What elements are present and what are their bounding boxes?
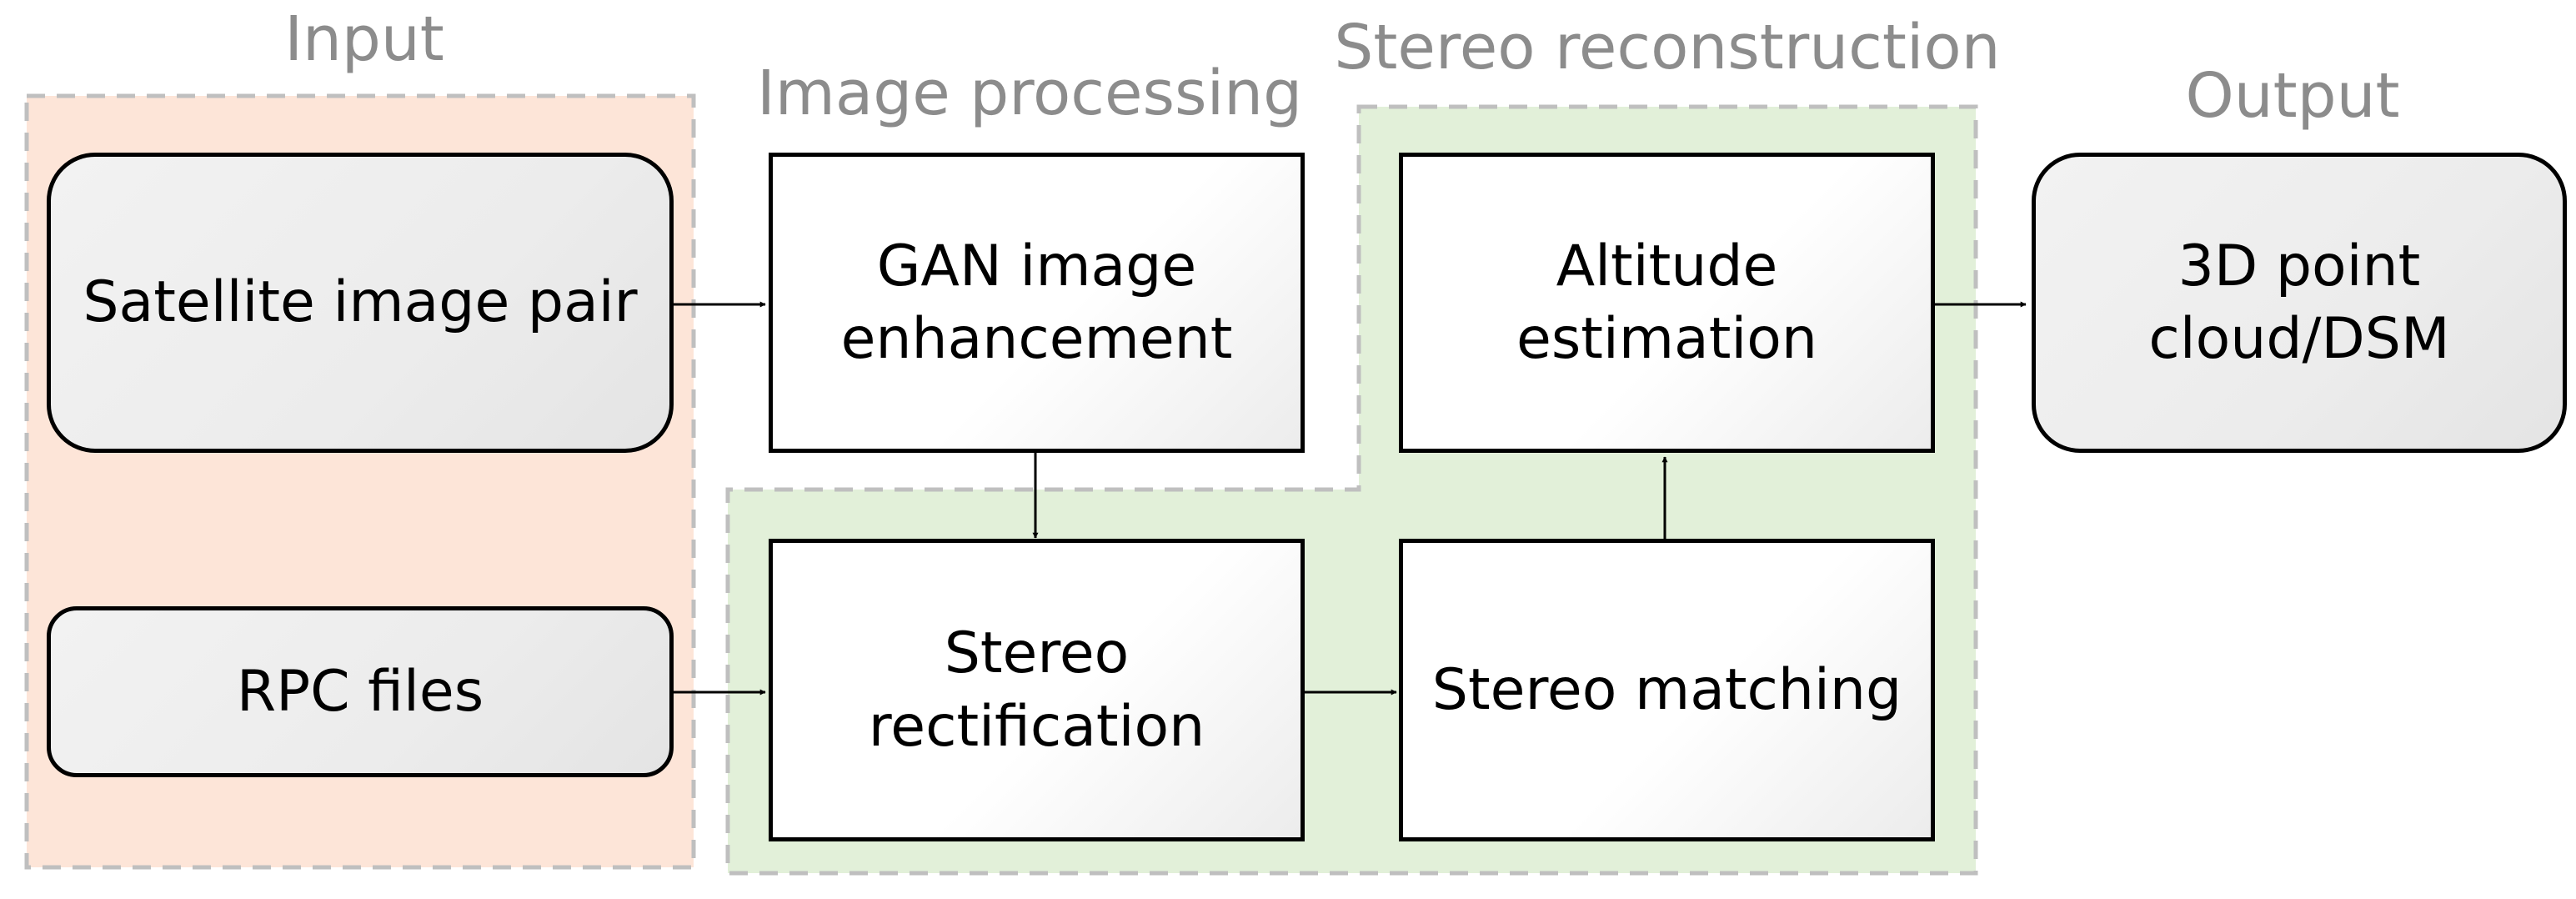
node-label: RPC files	[236, 658, 484, 725]
node-stereo-matching: Stereo matching	[1399, 539, 1935, 841]
node-rpc-files: RPC files	[47, 606, 674, 777]
group-label-output: Output	[2185, 60, 2400, 132]
group-label-image-processing: Image processing	[756, 58, 1303, 129]
node-altitude-estimation: Altitude estimation	[1399, 153, 1935, 453]
node-label: 3D point cloud/DSM	[2148, 233, 2450, 372]
node-label: Stereo rectification	[868, 620, 1205, 760]
node-label: Altitude estimation	[1516, 233, 1817, 372]
node-stereo-rectification: Stereo rectification	[769, 539, 1305, 841]
node-label: Stereo matching	[1431, 656, 1902, 723]
group-label-input: Input	[284, 3, 444, 75]
node-label: GAN image enhancement	[840, 233, 1233, 372]
group-label-stereo-reconstruction: Stereo reconstruction	[1334, 12, 2001, 83]
node-gan-image-enhancement: GAN image enhancement	[769, 153, 1305, 453]
node-3d-point-cloud-dsm: 3D point cloud/DSM	[2032, 153, 2567, 453]
node-satellite-image-pair: Satellite image pair	[47, 153, 674, 453]
node-label: Satellite image pair	[83, 269, 638, 336]
